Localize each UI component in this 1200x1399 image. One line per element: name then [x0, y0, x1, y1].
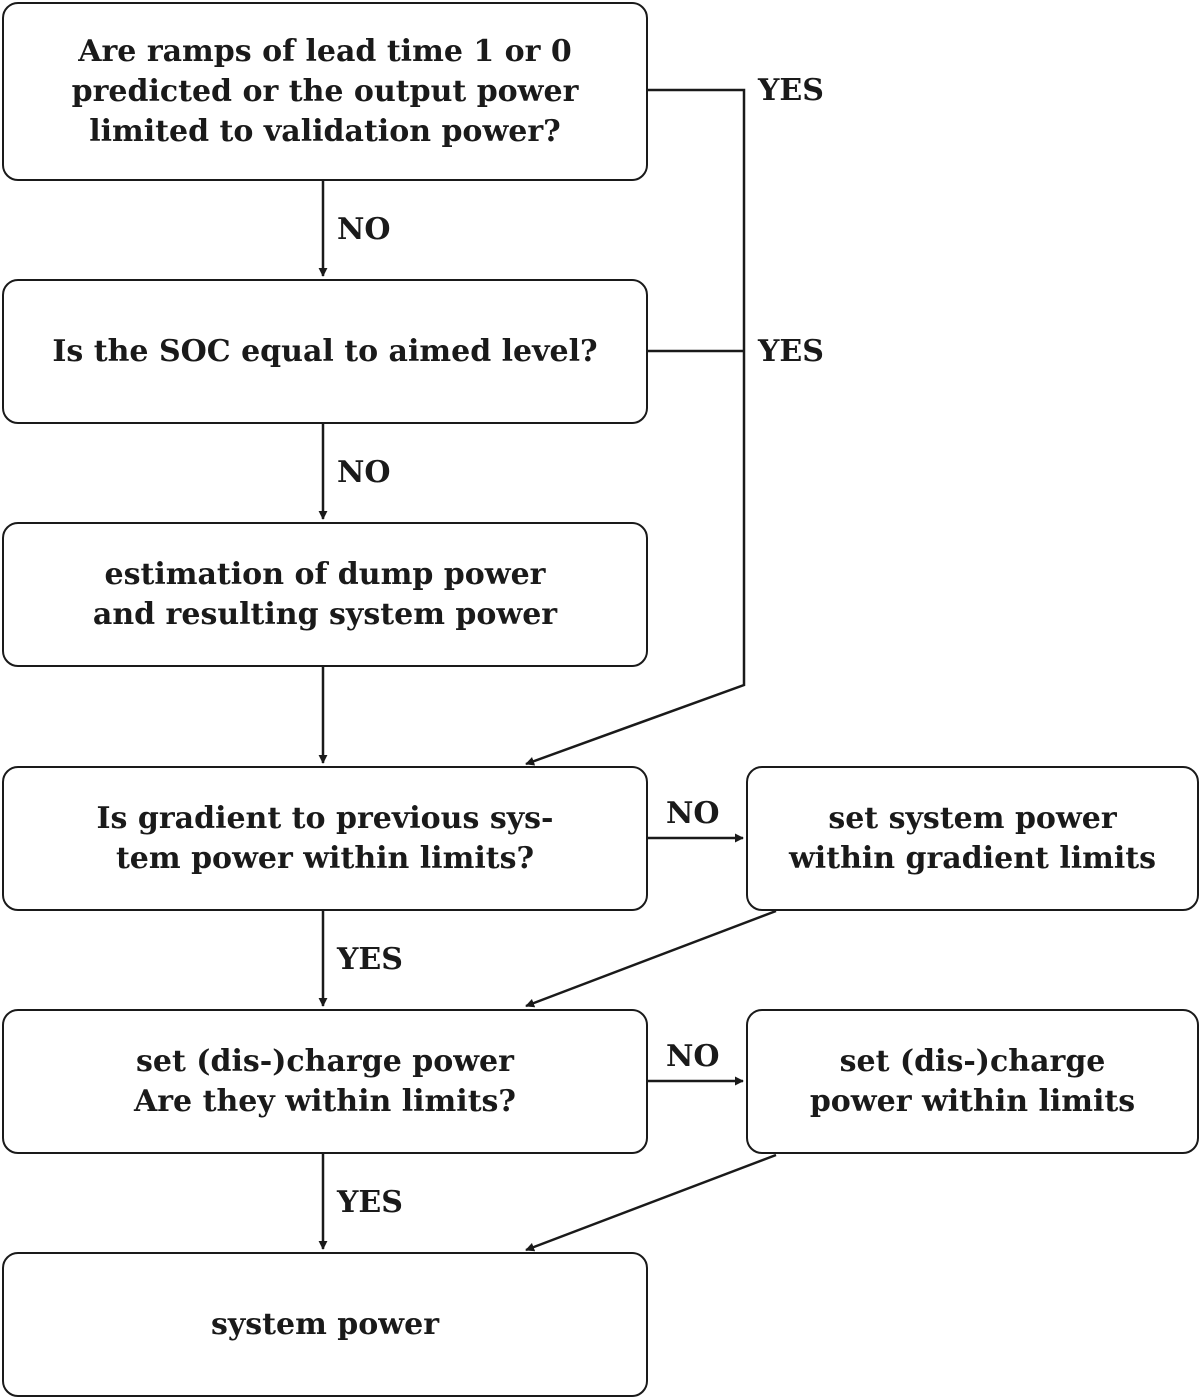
edge-set-gradient-to-charge	[525, 909, 777, 1008]
set-charge-line-1: set (dis-)charge	[839, 1043, 1106, 1079]
decision-gradient-line-1: Is gradient to previous sys-	[96, 800, 554, 836]
decision-ramps-line-1: Are ramps of lead time 1 or 0	[78, 33, 572, 69]
system-power-line-1: system power	[210, 1306, 440, 1342]
decision-gradient-line-2: tem power within limits?	[115, 840, 535, 876]
set-gradient-line-2: within gradient limits	[788, 840, 1157, 876]
decision-charge-line-2: Are they within limits?	[133, 1083, 517, 1119]
label-gradient-yes: YES	[337, 942, 403, 977]
set-gradient-box: set system power within gradient limits	[746, 766, 1199, 911]
decision-charge-box: set (dis-)charge power Are they within l…	[2, 1009, 648, 1154]
set-gradient-line-1: set system power	[828, 800, 1117, 836]
label-ramps-no: NO	[337, 212, 391, 247]
label-soc-no: NO	[337, 455, 391, 490]
estimation-line-2: and resulting system power	[92, 596, 558, 632]
decision-ramps-line-2: predicted or the output power	[71, 73, 579, 109]
decision-gradient-box: Is gradient to previous sys- tem power w…	[2, 766, 648, 911]
decision-ramps-box: Are ramps of lead time 1 or 0 predicted …	[2, 2, 648, 181]
estimation-box: estimation of dump power and resulting s…	[2, 522, 648, 667]
label-charge-no: NO	[666, 1039, 720, 1074]
label-gradient-no: NO	[666, 796, 720, 831]
set-charge-line-2: power within limits	[809, 1083, 1136, 1119]
edge-ramps-yes-to-gradient	[525, 88, 746, 766]
set-charge-box: set (dis-)charge power within limits	[746, 1009, 1199, 1154]
edge-set-charge-to-system-power	[525, 1153, 777, 1252]
estimation-line-1: estimation of dump power	[104, 556, 546, 592]
decision-charge-line-1: set (dis-)charge power	[136, 1043, 514, 1079]
label-charge-yes: YES	[337, 1185, 403, 1220]
label-soc-yes: YES	[758, 334, 824, 369]
system-power-box: system power	[2, 1252, 648, 1397]
decision-soc-line-1: Is the SOC equal to aimed level?	[52, 333, 598, 369]
decision-ramps-line-3: limited to validation power?	[89, 113, 561, 149]
decision-soc-box: Is the SOC equal to aimed level?	[2, 279, 648, 424]
label-ramps-yes: YES	[758, 73, 824, 108]
